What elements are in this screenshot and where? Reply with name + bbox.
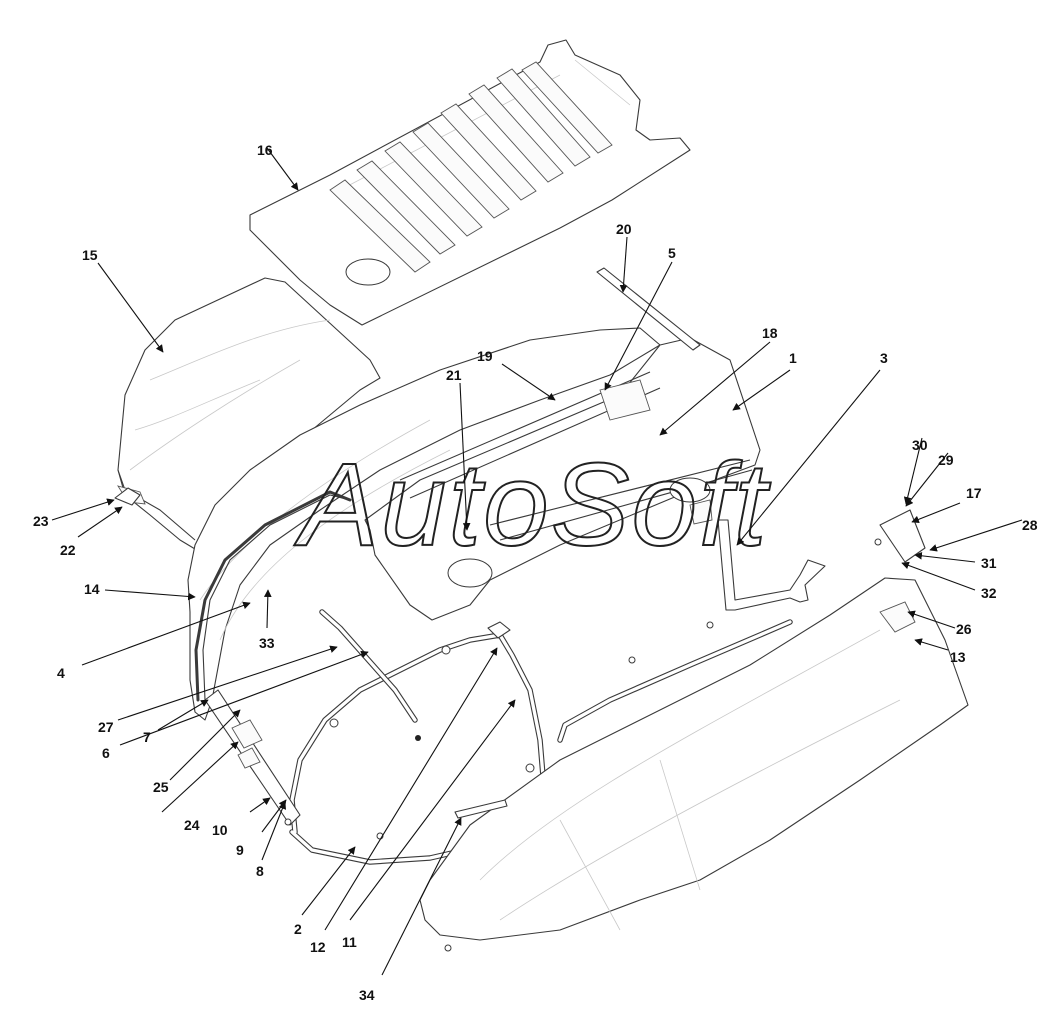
callout-9: 9 [236, 842, 244, 858]
leader-lines [51, 147, 1023, 976]
callout-12: 12 [310, 939, 326, 955]
watermark: AutoSoft [294, 439, 771, 571]
callout-13: 13 [950, 649, 966, 665]
callout-29: 29 [938, 452, 954, 468]
callout-4: 4 [57, 665, 65, 681]
callout-31: 31 [981, 555, 997, 571]
callout-1: 1 [789, 350, 797, 366]
fender-clip [114, 487, 141, 506]
callout-22: 22 [60, 542, 76, 558]
callout-10: 10 [212, 822, 228, 838]
callout-11: 11 [342, 934, 357, 950]
callout-5: 5 [668, 245, 676, 261]
callout-30: 30 [912, 437, 928, 453]
floor-frame [364, 337, 761, 621]
top-grille-panel [249, 39, 691, 326]
callout-23: 23 [33, 513, 49, 529]
callout-15: 15 [82, 247, 98, 263]
support-rod [319, 609, 421, 741]
callout-2: 2 [294, 921, 302, 937]
callout-6: 6 [102, 745, 110, 761]
small-plate [879, 509, 926, 563]
callout-labels: 1 2 3 4 5 6 7 8 9 10 11 12 13 14 15 16 1… [33, 142, 1038, 1003]
small-strip [454, 799, 508, 819]
callout-16: 16 [257, 142, 273, 158]
support-bracket [717, 519, 826, 611]
callout-19: 19 [477, 348, 493, 364]
callout-32: 32 [981, 585, 997, 601]
callout-26: 26 [956, 621, 972, 637]
tube-frame [289, 619, 793, 865]
callout-3: 3 [880, 350, 888, 366]
callout-27: 27 [98, 719, 114, 735]
callout-21: 21 [446, 367, 462, 383]
callout-24: 24 [184, 817, 200, 833]
latch-assembly [204, 689, 301, 826]
callout-7: 7 [143, 729, 151, 745]
callout-28: 28 [1022, 517, 1038, 533]
callout-33: 33 [259, 635, 275, 651]
callout-18: 18 [762, 325, 778, 341]
callout-34: 34 [359, 987, 375, 1003]
right-fender [419, 577, 969, 952]
callout-17: 17 [966, 485, 982, 501]
callout-14: 14 [84, 581, 100, 597]
callout-20: 20 [616, 221, 632, 237]
callout-25: 25 [153, 779, 169, 795]
central-fender [187, 327, 661, 721]
callout-8: 8 [256, 863, 264, 879]
